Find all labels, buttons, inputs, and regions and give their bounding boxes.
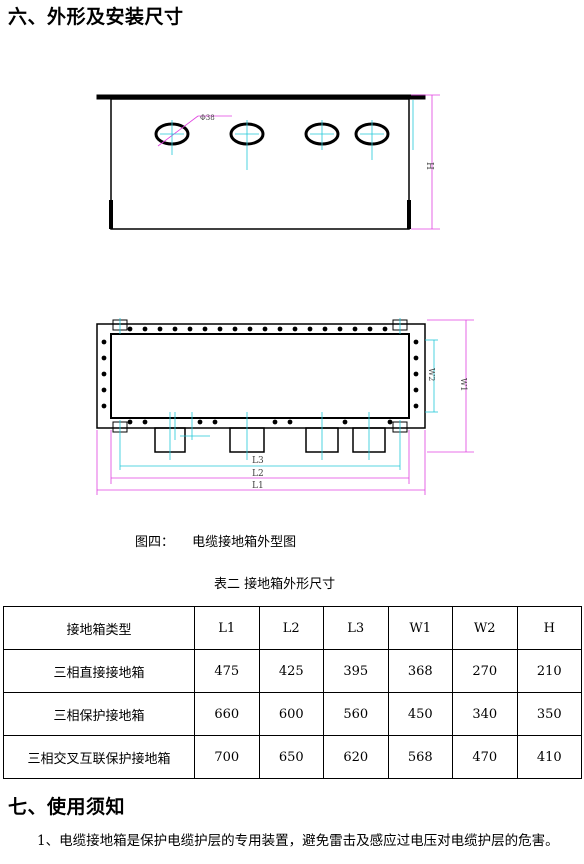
figure-caption-text: 电缆接地箱外型图 xyxy=(192,535,297,550)
table-cell: 650 xyxy=(258,735,324,779)
top-view-opening xyxy=(110,333,410,419)
top-dimension-lines xyxy=(96,319,474,495)
table-cell: 210 xyxy=(516,649,582,693)
w1-dim-label: W1 xyxy=(459,378,468,391)
table-caption: 表二 接地箱外形尺寸 xyxy=(214,577,336,592)
table-cell: 三相交叉互联保护接地箱 xyxy=(3,735,195,779)
top-view-flange xyxy=(96,323,426,429)
table-cell: 350 xyxy=(516,692,582,736)
table-cell: 560 xyxy=(323,692,389,736)
front-view xyxy=(96,94,426,230)
table-cell: 395 xyxy=(323,649,389,693)
table-cell: 475 xyxy=(194,649,260,693)
usage-note-1: 1、电缆接地箱是保护电缆护层的专用装置，避免雷击及感应过电压对电缆护层的危害。 xyxy=(37,833,559,849)
table-cell: 425 xyxy=(258,649,324,693)
l1-dim-label: L1 xyxy=(252,481,264,491)
l2-dim-label: L2 xyxy=(252,469,264,479)
table-cell: 270 xyxy=(452,649,518,693)
table-cell: 620 xyxy=(323,735,389,779)
table-header-cell: W2 xyxy=(452,606,518,650)
table-cell: 三相保护接地箱 xyxy=(3,692,195,736)
top-view xyxy=(96,319,426,453)
table-cell: 700 xyxy=(194,735,260,779)
table-cell: 600 xyxy=(258,692,324,736)
table-cell: 470 xyxy=(452,735,518,779)
table-cell: 660 xyxy=(194,692,260,736)
table-cell: 340 xyxy=(452,692,518,736)
grounding-box-drawing: Φ38 H xyxy=(96,94,474,495)
table-header-cell: H xyxy=(516,606,582,650)
front-view-body xyxy=(110,98,410,230)
height-dim-label: H xyxy=(424,162,434,170)
bolt-holes xyxy=(101,326,419,425)
front-center-lines xyxy=(160,100,414,170)
l3-dim-label: L3 xyxy=(252,456,264,466)
front-dimension-lines xyxy=(157,94,440,230)
table-cell: 450 xyxy=(387,692,453,736)
section-7-heading: 七、使用须知 xyxy=(8,796,126,818)
section-6-heading: 六、外形及安装尺寸 xyxy=(8,6,184,28)
w2-dim-label: W2 xyxy=(427,368,436,381)
table-cell: 368 xyxy=(387,649,453,693)
table-header-cell: L2 xyxy=(258,606,324,650)
table-header-cell: W1 xyxy=(387,606,453,650)
table-header-cell: L1 xyxy=(194,606,260,650)
hole-diameter-label: Φ38 xyxy=(200,114,215,122)
table-header-cell: 接地箱类型 xyxy=(3,606,195,650)
table-cell: 三相直接接地箱 xyxy=(3,649,195,693)
table-header-cell: L3 xyxy=(323,606,389,650)
table-row: 三相保护接地箱 660 600 560 450 340 350 xyxy=(3,692,582,736)
table-row: 三相直接接地箱 475 425 395 368 270 210 xyxy=(3,649,582,693)
figure-caption: 图四： 电缆接地箱外型图 xyxy=(135,531,296,550)
table-cell: 410 xyxy=(516,735,582,779)
figure-caption-prefix: 图四： xyxy=(135,535,175,550)
table-row: 三相交叉互联保护接地箱 700 650 620 568 470 410 xyxy=(3,735,582,779)
table-cell: 568 xyxy=(387,735,453,779)
table-header-row: 接地箱类型 L1 L2 L3 W1 W2 H xyxy=(3,606,582,650)
top-center-lines xyxy=(119,318,438,470)
dimension-table: 接地箱类型 L1 L2 L3 W1 W2 H 三相直接接地箱 475 425 3… xyxy=(3,606,582,779)
